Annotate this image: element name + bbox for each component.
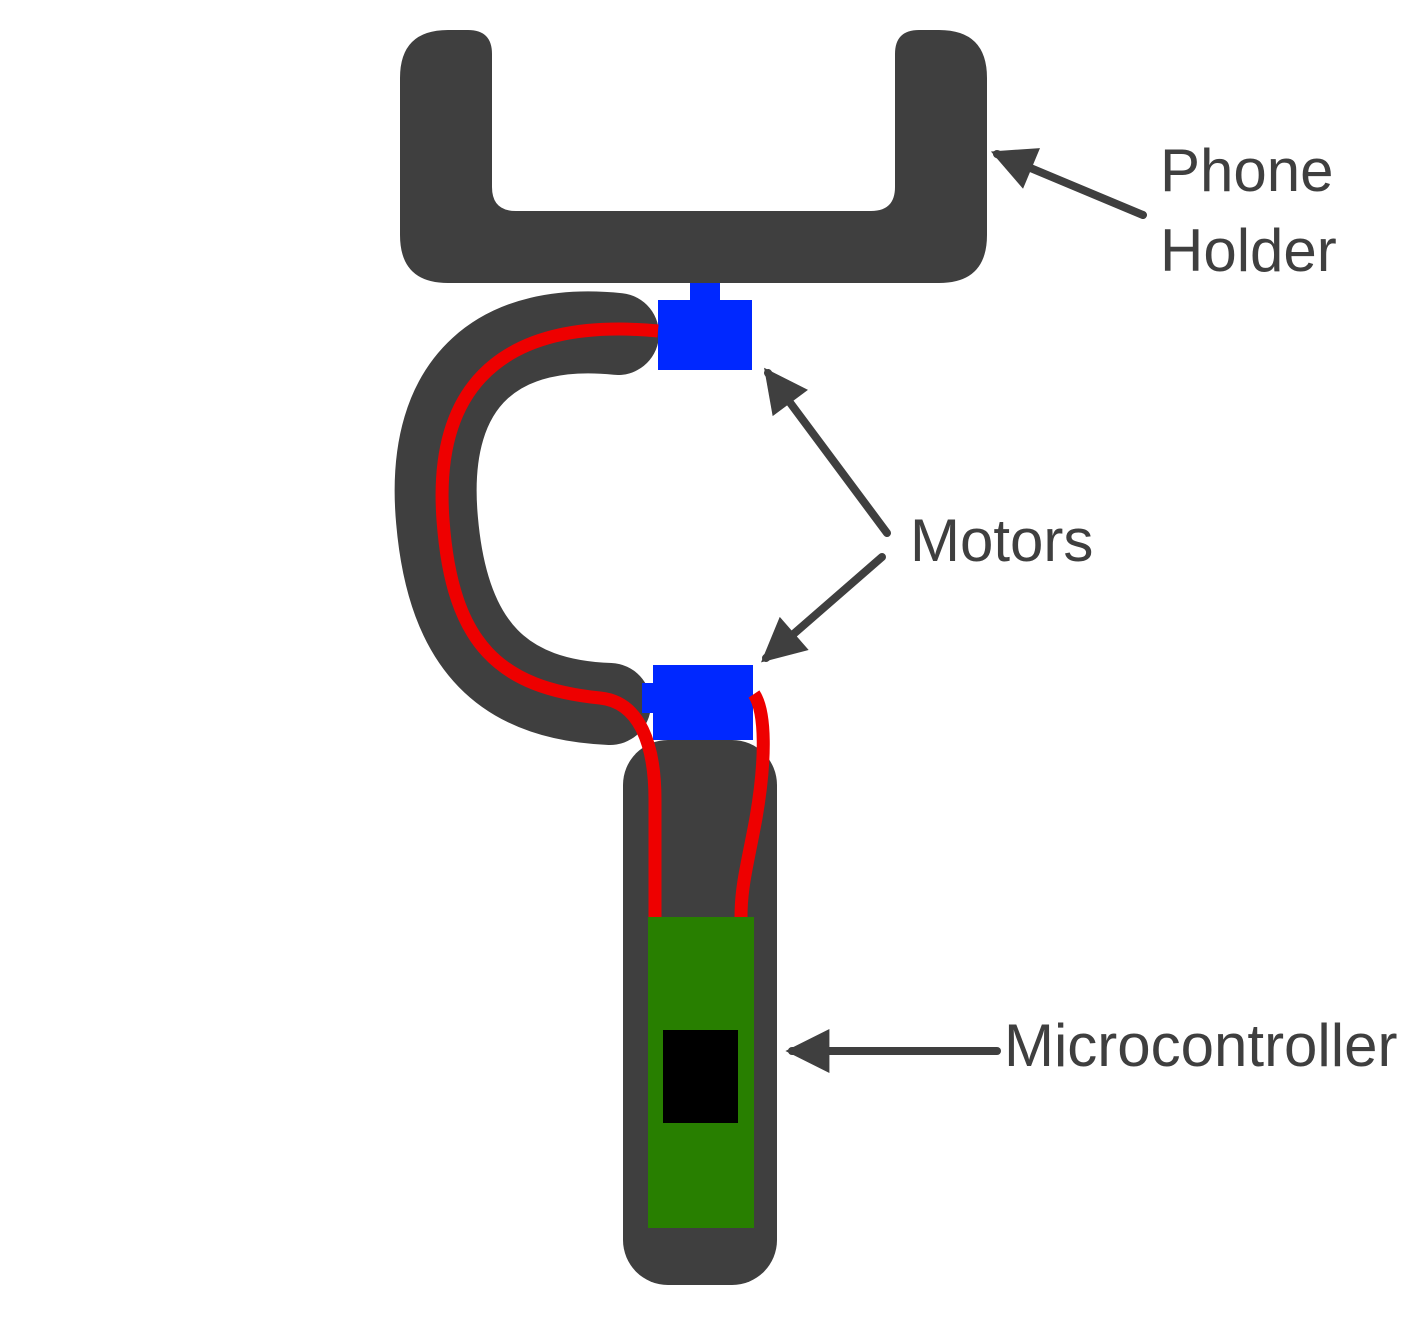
wire-right	[734, 690, 770, 918]
phone-holder-label: Phone Holder	[1160, 137, 1337, 284]
motor-bottom	[653, 665, 753, 740]
motors-arrow-bottom	[761, 553, 886, 663]
motors-label: Motors	[910, 507, 1094, 574]
wire-left	[435, 322, 662, 917]
motor-top	[658, 300, 752, 370]
motor-top-shaft	[690, 283, 720, 303]
phone-holder-arrow	[990, 148, 1147, 219]
motors-arrow-top	[764, 367, 891, 537]
phone-holder-shape	[400, 30, 987, 283]
chip	[663, 1030, 738, 1123]
gimbal-arm-shape	[394, 291, 659, 745]
microcontroller-label: Microcontroller	[1004, 1012, 1398, 1079]
motor-bottom-shaft	[642, 683, 656, 713]
